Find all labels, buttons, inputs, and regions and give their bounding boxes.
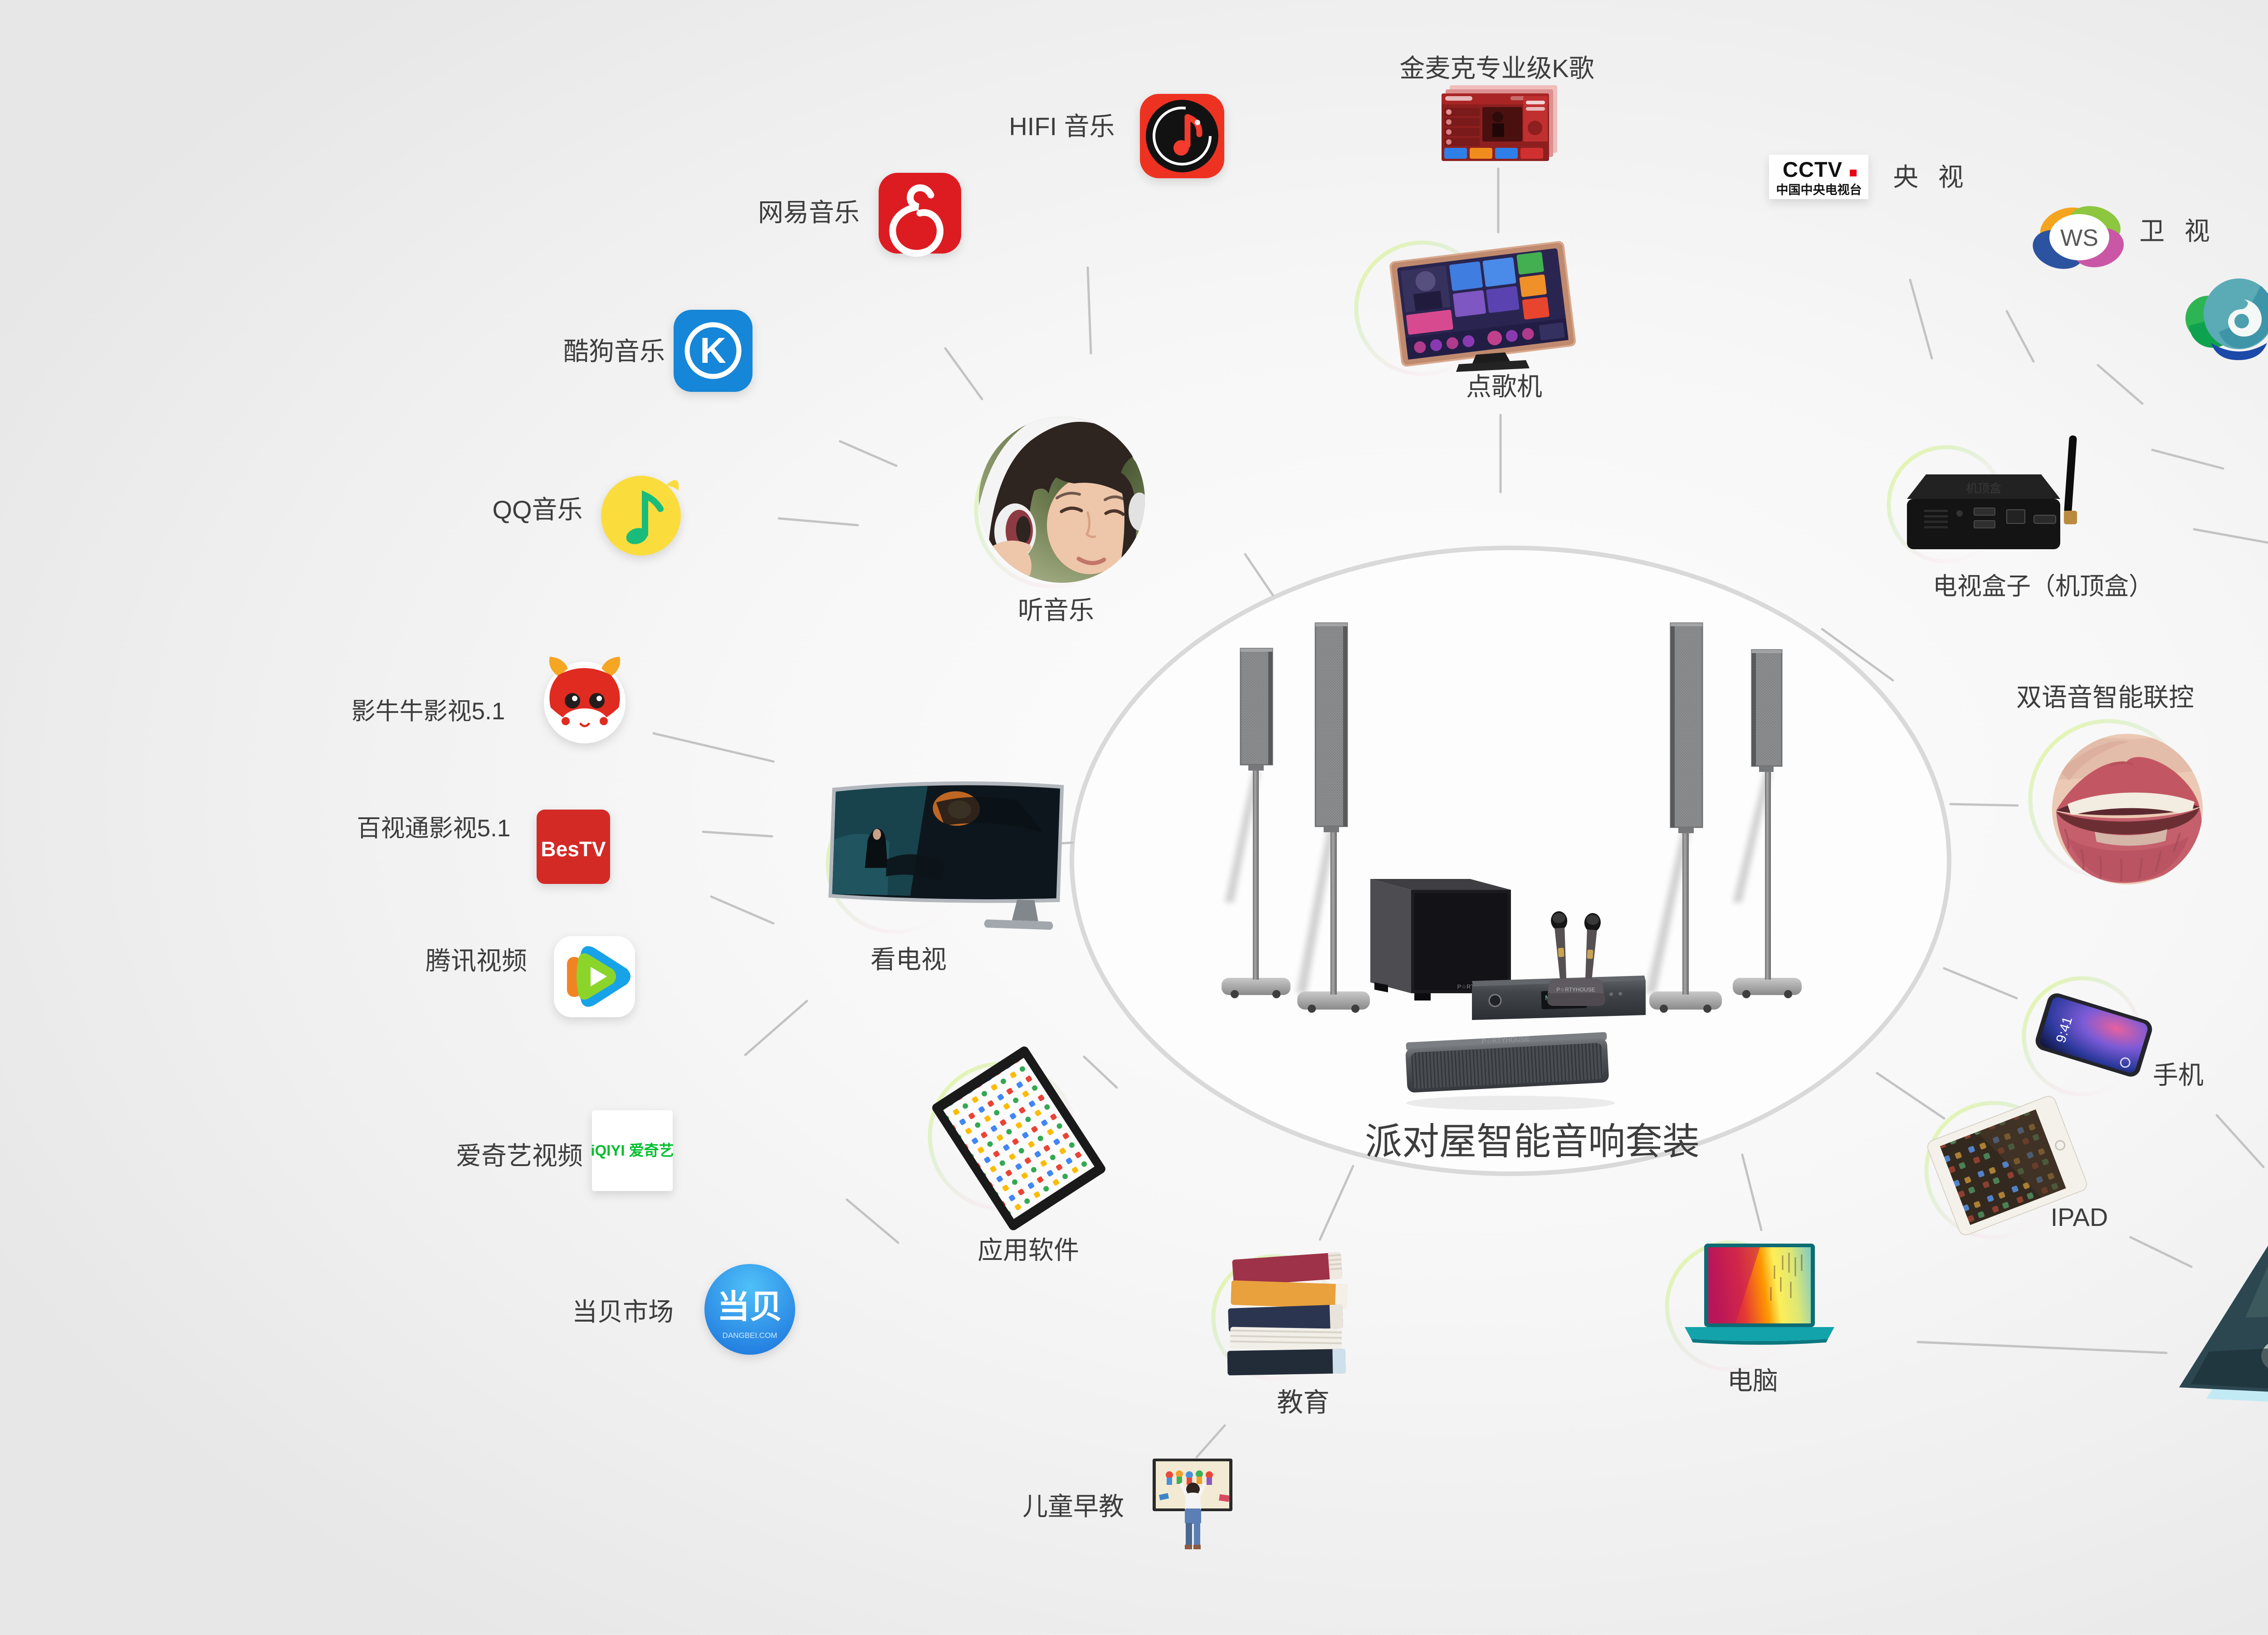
svg-text:爱奇艺视频: 爱奇艺视频: [456, 1142, 583, 1170]
svg-text:酷狗音乐: 酷狗音乐: [563, 337, 665, 366]
svg-text:机顶盒: 机顶盒: [1966, 482, 2001, 495]
svg-text:金麦克专业级K歌: 金麦克专业级K歌: [1399, 54, 1594, 83]
svg-text:iQIYI 爱奇艺: iQIYI 爱奇艺: [591, 1142, 674, 1159]
svg-text:应用软件: 应用软件: [978, 1236, 1079, 1264]
svg-text:派对屋智能音响套装: 派对屋智能音响套装: [1365, 1121, 1700, 1162]
svg-text:百视通影视5.1: 百视通影视5.1: [357, 815, 511, 842]
svg-text:当贝市场: 当贝市场: [572, 1298, 674, 1326]
svg-text:K: K: [700, 330, 726, 371]
svg-text:手机: 手机: [2153, 1061, 2204, 1089]
svg-text:腾讯视频: 腾讯视频: [425, 947, 527, 975]
svg-text:听音乐: 听音乐: [1018, 596, 1094, 625]
svg-text:BesTV: BesTV: [541, 837, 606, 861]
svg-text:儿童早教: 儿童早教: [1022, 1492, 1124, 1521]
svg-text:中国中央电视台: 中国中央电视台: [1776, 183, 1862, 197]
svg-text:CCTV: CCTV: [1783, 157, 1843, 181]
svg-text:DANGBEI.COM: DANGBEI.COM: [723, 1331, 777, 1340]
svg-text:电脑: 电脑: [1727, 1367, 1778, 1395]
svg-text:电视盒子（机顶盒）: 电视盒子（机顶盒）: [1933, 573, 2153, 600]
svg-text:WS: WS: [2060, 225, 2098, 251]
svg-text:卫 视: 卫 视: [2139, 217, 2216, 245]
svg-text:P☆RTYHOUSE: P☆RTYHOUSE: [1556, 986, 1595, 993]
svg-text:央 视: 央 视: [1893, 163, 1970, 191]
svg-text:HIFI 音乐: HIFI 音乐: [1009, 112, 1114, 141]
svg-text:当贝: 当贝: [717, 1289, 782, 1325]
svg-text:P☆RTYHOUSE: P☆RTYHOUSE: [1481, 1035, 1530, 1045]
svg-text:教育: 教育: [1277, 1388, 1330, 1417]
svg-text:看电视: 看电视: [870, 945, 947, 974]
svg-text:影牛牛影视5.1: 影牛牛影视5.1: [352, 698, 505, 725]
svg-text:网易音乐: 网易音乐: [758, 198, 860, 227]
svg-text:IPAD: IPAD: [2051, 1203, 2108, 1231]
svg-text:点歌机: 点歌机: [1466, 372, 1542, 401]
svg-text:QQ音乐: QQ音乐: [492, 495, 582, 524]
svg-text:双语音智能联控: 双语音智能联控: [2016, 683, 2194, 712]
